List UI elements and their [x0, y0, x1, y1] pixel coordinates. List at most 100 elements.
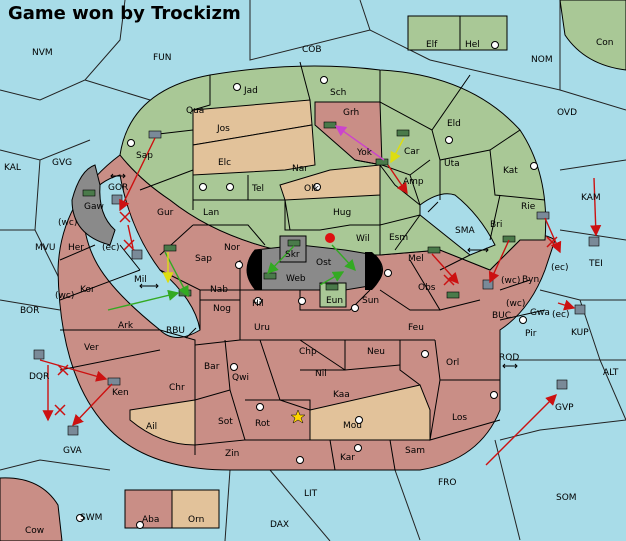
label-web: Web [286, 274, 306, 284]
label-uru: Uru [254, 323, 270, 333]
province-black-west [246, 250, 262, 290]
label-byn: Byn [522, 275, 539, 285]
province-black-east [365, 252, 382, 290]
label-aba: Aba [142, 515, 159, 525]
province-aba[interactable] [124, 489, 173, 529]
army-icon [163, 244, 177, 252]
label-nor: Nor [224, 243, 240, 253]
fleet-icon [536, 211, 550, 220]
label-ec-1: (ec) [102, 243, 120, 253]
label-uta: Uta [444, 159, 460, 169]
label-ark: Ark [118, 321, 134, 331]
label-kor: Kor [80, 285, 95, 295]
label-lit: LIT [304, 489, 318, 499]
fleet-icon [111, 194, 123, 205]
label-tei: TEI [588, 259, 603, 269]
label-buc: BUC [492, 311, 511, 321]
label-qua: Qua [186, 106, 204, 116]
label-her: Her [68, 243, 84, 253]
fleet-icon [148, 130, 162, 139]
label-elf: Elf [426, 40, 438, 50]
label-ost: Ost [316, 258, 332, 268]
label-hel: Hel [465, 40, 480, 50]
label-wc-3: (wc) [55, 291, 74, 301]
label-pir: Pir [525, 329, 537, 339]
label-nab: Nab [210, 285, 228, 295]
label-sot: Sot [218, 417, 233, 427]
fleet-icon [482, 279, 494, 290]
order-arrows [39, 125, 602, 466]
label-cow: Cow [25, 526, 44, 536]
province-cow[interactable] [0, 477, 63, 541]
label-kal: KAL [4, 163, 21, 173]
label-eun: Eun [326, 296, 343, 306]
fleet-icon [131, 249, 143, 260]
fleet-icon [67, 425, 79, 436]
army-icon [446, 291, 460, 299]
province-elf[interactable] [407, 15, 461, 51]
province-gaw[interactable] [71, 164, 116, 246]
label-mou: Mou [343, 421, 362, 431]
sea-sma[interactable] [419, 193, 496, 256]
label-ail: Ail [146, 422, 157, 432]
label-kaa: Kaa [333, 390, 350, 400]
province-hel[interactable] [459, 15, 508, 51]
label-ver: Ver [84, 343, 99, 353]
label-gwa: Gwa [530, 308, 550, 318]
label-obs: Obs [418, 283, 436, 293]
province-olk[interactable] [279, 164, 381, 201]
province-labels: NVM FUN COB NOM Elf Hel Con KAL GVG OVD … [4, 38, 619, 536]
label-lan: Lan [203, 208, 219, 218]
fleet-icon [588, 236, 600, 247]
label-rie: Rie [521, 202, 536, 212]
label-som: SOM [556, 493, 577, 503]
label-chr: Chr [169, 383, 185, 393]
label-wc-1: (wc) [58, 218, 77, 228]
label-mel: Mel [408, 254, 424, 264]
army-icon [396, 129, 410, 137]
label-sun: Sun [362, 296, 379, 306]
supply-centers [76, 41, 538, 529]
army-icon [82, 189, 96, 197]
label-gur: Gur [157, 208, 174, 218]
army-icon [502, 235, 516, 243]
province-orn[interactable] [171, 489, 220, 529]
star-icon [290, 409, 306, 424]
label-gaw: Gaw [84, 202, 104, 212]
label-elc: Elc [218, 158, 231, 168]
label-eld: Eld [447, 119, 461, 129]
label-nil: Nil [315, 369, 327, 379]
fleet-icon [574, 304, 586, 315]
dislodged-unit-icon [325, 233, 335, 243]
label-mvu: MVU [35, 243, 56, 253]
land-borders [139, 61, 546, 256]
label-dqr: DQR [29, 372, 49, 382]
label-sch: Sch [330, 88, 346, 98]
army-icon [263, 272, 277, 280]
label-neu: Neu [367, 347, 385, 357]
label-jad: Jad [243, 86, 258, 96]
army-icon [325, 283, 339, 291]
label-tel: Tel [251, 184, 264, 194]
label-rot: Rot [255, 419, 270, 429]
label-rbu: RBU [166, 326, 185, 336]
label-ken: Ken [112, 388, 129, 398]
fleet-icon [107, 377, 121, 386]
label-yok: Yok [356, 148, 373, 158]
label-gva: GVA [63, 446, 83, 456]
failed-order-marks [54, 211, 558, 416]
label-bri: Bri [490, 220, 502, 230]
label-zin: Zin [225, 449, 239, 459]
convoy-paths [110, 173, 518, 369]
army-icon [323, 121, 337, 129]
label-sam: Sam [405, 446, 425, 456]
label-los: Los [452, 413, 467, 423]
label-olk: Olk [304, 184, 320, 194]
label-kam: KAM [581, 193, 601, 203]
label-orn: Orn [188, 515, 204, 525]
label-car: Car [404, 147, 420, 157]
army-icon [287, 239, 301, 247]
label-gor: GOR [108, 183, 128, 193]
label-wc-4: (wc) [506, 299, 525, 309]
